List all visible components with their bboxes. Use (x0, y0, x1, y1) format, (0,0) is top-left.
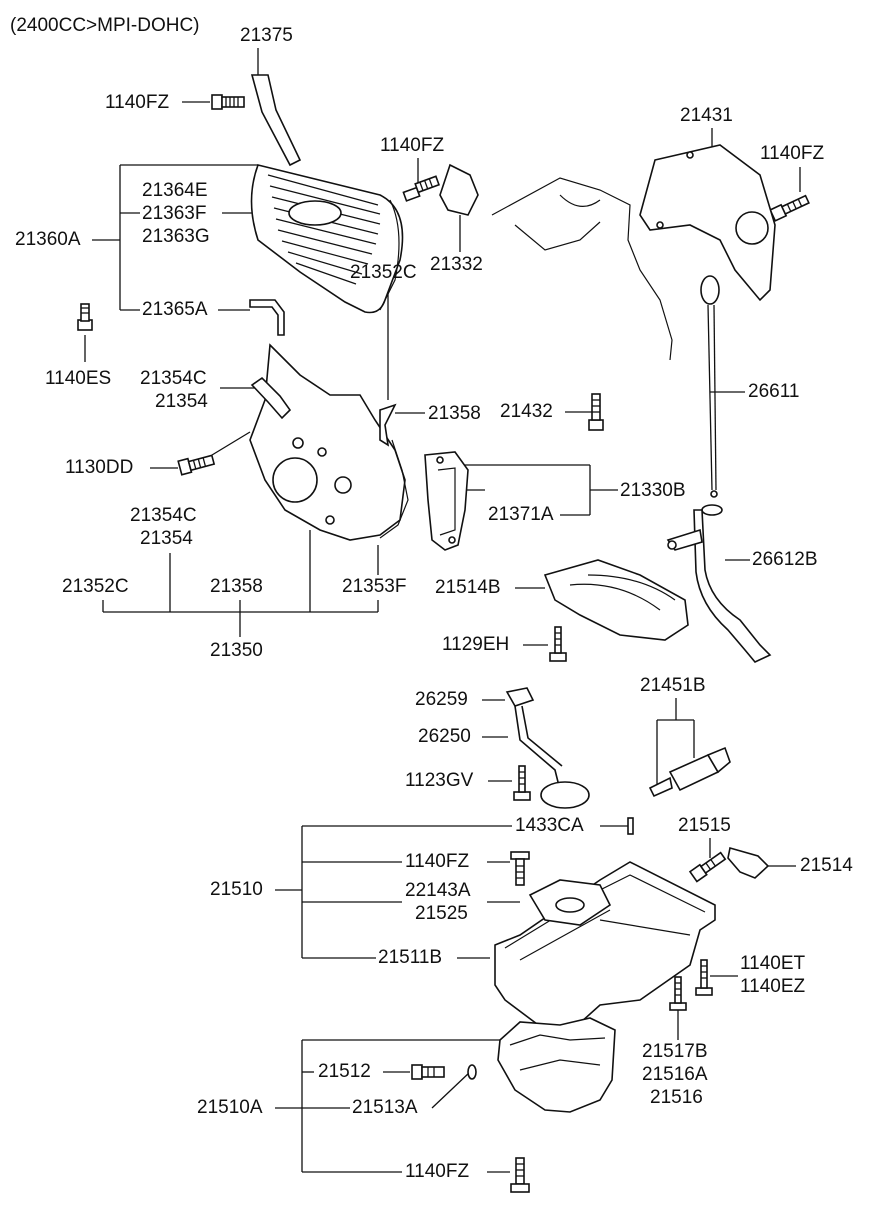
part-label-21360a[interactable]: 21360A (15, 229, 81, 250)
part-label-21513a[interactable]: 21513A (352, 1097, 418, 1118)
part-label-21354[interactable]: 21354 (140, 528, 193, 549)
part-label-26250[interactable]: 26250 (418, 726, 471, 747)
leader-lines (84, 48, 801, 1173)
part-label-21517b[interactable]: 21517B (642, 1041, 708, 1062)
part-label-21516[interactable]: 21516 (650, 1087, 703, 1108)
clip-21365a (249, 299, 285, 336)
part-label-21510[interactable]: 21510 (210, 879, 263, 900)
part-label-21353f[interactable]: 21353F (342, 576, 407, 597)
baffle-21514b (543, 559, 689, 641)
engine-variant-title: (2400CC>MPI-DOHC) (10, 15, 200, 36)
part-label-21358[interactable]: 21358 (428, 403, 481, 424)
part-label-21432[interactable]: 21432 (500, 401, 553, 422)
part-label-21375[interactable]: 21375 (240, 25, 293, 46)
part-label-1140es[interactable]: 1140ES (45, 368, 112, 389)
part-label-21330b[interactable]: 21330B (620, 480, 686, 501)
part-label-1129eh[interactable]: 1129EH (442, 634, 510, 655)
part-label-21358[interactable]: 21358 (210, 576, 263, 597)
part-label-21431[interactable]: 21431 (680, 105, 733, 126)
upper-oil-pan (494, 861, 716, 1033)
part-label-21510a[interactable]: 21510A (197, 1097, 263, 1118)
part-label-21515[interactable]: 21515 (678, 815, 731, 836)
timing-plate-21330b (424, 451, 469, 551)
part-label-1140fz[interactable]: 1140FZ (105, 92, 170, 113)
part-label-1140fz[interactable]: 1140FZ (380, 135, 445, 156)
dipstick-tube-26612b (666, 504, 772, 663)
dipstick-26611 (700, 275, 720, 498)
part-label-21371a[interactable]: 21371A (488, 504, 554, 525)
part-label-1140et[interactable]: 1140ET (740, 953, 806, 974)
lower-oil-pan (467, 1017, 616, 1113)
part-label-21514b[interactable]: 21514B (435, 577, 501, 598)
part-label-26259[interactable]: 26259 (415, 689, 468, 710)
part-label-21516a[interactable]: 21516A (642, 1064, 708, 1085)
part-label-21365a[interactable]: 21365A (142, 299, 208, 320)
sealant-tube-21451b (648, 746, 731, 798)
part-label-21525[interactable]: 21525 (415, 903, 468, 924)
part-label-26611[interactable]: 26611 (748, 381, 800, 402)
part-label-22143a[interactable]: 22143A (405, 880, 471, 901)
part-label-1140fz[interactable]: 1140FZ (405, 851, 470, 872)
part-label-21332[interactable]: 21332 (430, 254, 483, 275)
part-label-21514[interactable]: 21514 (800, 855, 853, 876)
clip-21514 (727, 846, 770, 879)
part-label-1123gv[interactable]: 1123GV (405, 770, 474, 791)
part-label-1140ez[interactable]: 1140EZ (740, 976, 806, 997)
part-label-21511b[interactable]: 21511B (378, 947, 443, 968)
part-label-21352c[interactable]: 21352C (350, 262, 417, 283)
part-label-21451b[interactable]: 21451B (640, 675, 706, 696)
oil-strainer-26250 (505, 687, 590, 809)
part-label-1140fz[interactable]: 1140FZ (760, 143, 825, 164)
part-label-1433ca[interactable]: 1433CA (515, 815, 584, 836)
part-label-1130dd[interactable]: 1130DD (65, 457, 134, 478)
part-label-21512[interactable]: 21512 (318, 1061, 371, 1082)
part-label-1140fz[interactable]: 1140FZ (405, 1161, 470, 1182)
upper-timing-cover (250, 74, 404, 314)
part-label-21354c[interactable]: 21354C (140, 368, 207, 389)
part-label-21354c[interactable]: 21354C (130, 505, 197, 526)
part-label-21352c[interactable]: 21352C (62, 576, 129, 597)
part-label-26612b[interactable]: 26612B (752, 549, 818, 570)
part-label-21363g[interactable]: 21363G (142, 226, 210, 247)
engine-block-outline (491, 144, 776, 361)
bolt-icons (77, 94, 810, 1193)
gasket-21332 (439, 163, 479, 216)
part-label-21354[interactable]: 21354 (155, 391, 208, 412)
lower-timing-cover (249, 343, 409, 541)
part-label-21350[interactable]: 21350 (210, 640, 263, 661)
part-label-21364e[interactable]: 21364E (142, 180, 208, 201)
part-label-21363f[interactable]: 21363F (142, 203, 207, 224)
